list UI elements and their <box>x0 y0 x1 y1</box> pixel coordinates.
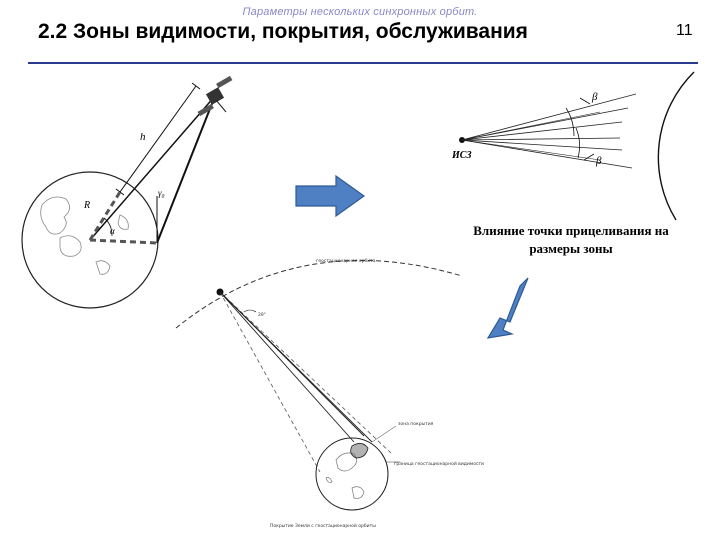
title-divider <box>28 62 698 64</box>
right-arrow-icon <box>295 174 366 218</box>
figure-a-h-tick-1 <box>115 188 125 196</box>
figure-c-orbit-label: геостационарная орбита <box>316 258 376 264</box>
figure-a-geometry: h R γ₀ α <box>21 75 233 309</box>
slide-title: 2.2 Зоны видимости, покрытия, обслуживан… <box>38 20 528 43</box>
figure-a-line-of-sight-2 <box>156 95 216 244</box>
figure-c-earth <box>315 437 389 511</box>
figure-a-h-tick-2 <box>191 82 201 90</box>
figure-b-caption: Влияние точки прицеливания на размеры зо… <box>473 223 669 256</box>
figure-b-ise-label: ИСЗ <box>451 150 472 161</box>
figure-c-orbit-arc <box>175 259 463 329</box>
figure-b-beta-top-label: β <box>591 91 598 103</box>
figure-a-alpha-label: α <box>110 226 115 236</box>
figure-a-ground-dashed <box>89 238 158 245</box>
figure-a-h-label: h <box>140 131 146 143</box>
figure-a-alpha-arc <box>103 217 113 237</box>
figure-a-gamma-label: γ₀ <box>158 188 165 198</box>
figure-b-beta-arc-top <box>565 107 575 137</box>
header-subtitle: Параметры нескольких синхронных орбит. <box>242 6 478 18</box>
figure-c-coverage-zone <box>350 443 369 459</box>
figure-c-visibility-boundary-label: граница геостационарной видимости <box>394 460 484 467</box>
figure-b-beta-bottom-label: β <box>595 155 602 167</box>
figure-b-aiming: ИСЗ β β <box>451 71 695 221</box>
figure-a-h-dimension <box>119 85 197 193</box>
figure-c-coverage: геостационарная орбита 2θ° зона покрытия… <box>175 258 484 529</box>
figure-c-coverage-zone-label: зона покрытия <box>398 422 434 427</box>
figure-c-angle-arc <box>243 309 257 313</box>
figure-a-continents <box>40 196 129 275</box>
figure-c-angle-label: 2θ° <box>258 312 266 318</box>
figure-b-beta-arc-bottom <box>575 127 580 159</box>
figure-a-radius-dashed <box>88 191 122 241</box>
figure-b-earth-arc <box>657 71 695 221</box>
figure-a-satellite-icon <box>197 75 233 117</box>
slide-number: 11 <box>676 22 693 39</box>
figure-c-continents <box>325 452 365 499</box>
figure-a-r-label: R <box>83 200 90 211</box>
figure-a-line-of-sight-1 <box>89 95 216 241</box>
figure-c-caption: Покрытие Земли с геостационарной орбиты <box>270 522 376 529</box>
down-left-arrow-icon <box>486 277 529 339</box>
